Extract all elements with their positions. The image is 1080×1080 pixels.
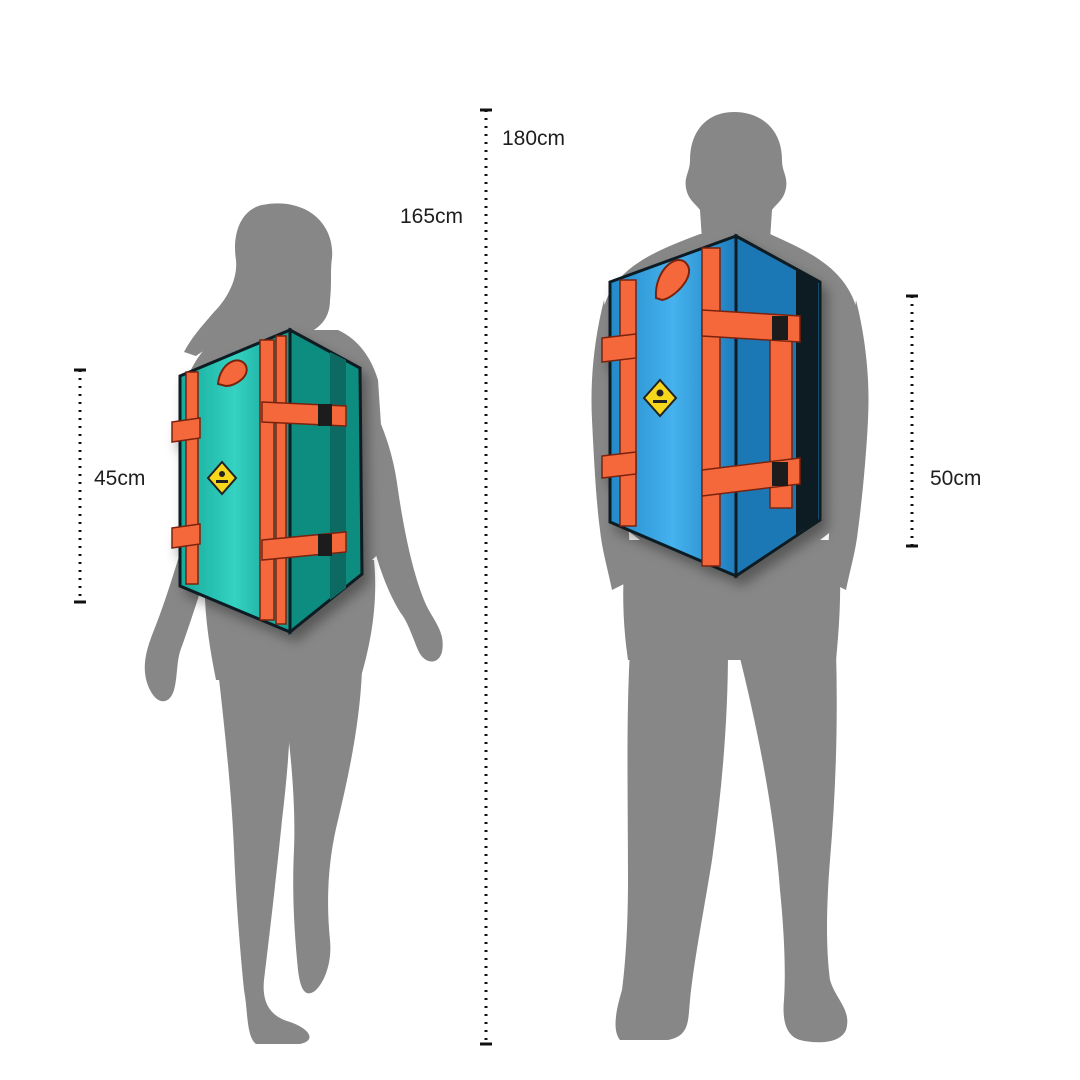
label-tall-height: 180cm (502, 127, 565, 150)
pad-small-buckle-top (318, 404, 332, 426)
pad-small-buckle-bottom (318, 534, 332, 556)
pad-small-handle (216, 359, 248, 388)
pad-large-handle (654, 259, 691, 302)
pad-large-buckle-bottom (772, 462, 788, 486)
label-short-height: 165cm (400, 205, 463, 228)
height-measure-line (480, 108, 492, 1046)
crash-pad-small (171, 327, 364, 636)
small-pad-measure-line (74, 368, 86, 604)
large-pad-measure-line (906, 294, 918, 548)
crash-pad-large (601, 233, 822, 579)
warning-diamond-icon (642, 378, 678, 418)
label-small-pad: 45cm (94, 467, 145, 490)
pad-large-buckle-top (772, 316, 788, 340)
label-large-pad: 50cm (930, 467, 981, 490)
warning-diamond-icon (206, 460, 238, 496)
